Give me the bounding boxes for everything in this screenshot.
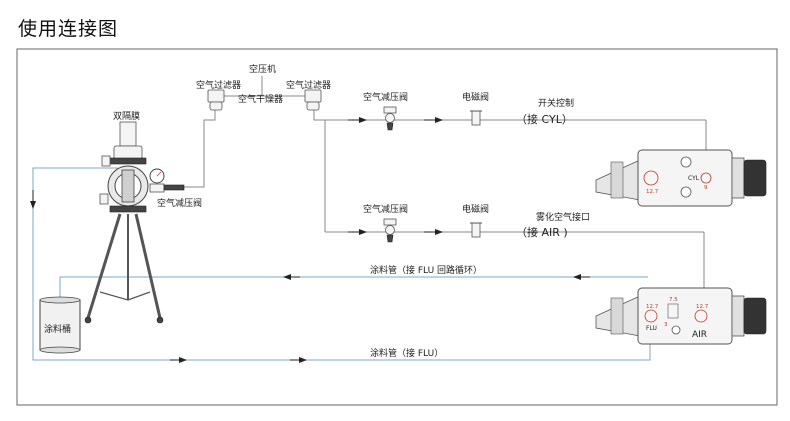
pressure-valve-bottom: [383, 218, 397, 243]
air-filter-right: [304, 89, 322, 111]
label-solenoid-top: 电磁阀: [462, 91, 489, 103]
label-cyl-port: （接 CYL）: [516, 113, 573, 126]
pressure-valve-top: [383, 106, 397, 131]
solenoid-valve-bottom: [470, 222, 482, 238]
label-diaphragm: 双隔膜: [113, 111, 140, 122]
label-pressure-valve-bottom: 空气减压阀: [363, 203, 408, 215]
air-flow-arrows: [348, 117, 443, 235]
gun-bottom-air-label: AIR: [692, 330, 707, 340]
paint-bucket: [39, 296, 81, 354]
gun-top-mark-left: 12.7: [646, 189, 659, 195]
spray-gun-bottom: 12.7 7.5 3 12.7 FLU AIR: [595, 287, 767, 345]
spray-gun-top: 12.7 CYL 9: [595, 149, 767, 207]
tripod-stand: [84, 213, 164, 324]
label-air-port: （接 AIR ): [516, 226, 568, 239]
diagram-frame: [16, 48, 778, 406]
gun-top-mark-right: 9: [704, 185, 708, 191]
label-atomize-port: 雾化空气接口: [536, 211, 590, 223]
label-pressure-valve-top: 空气减压阀: [363, 91, 408, 103]
gun-bottom-mark-4: 12.7: [696, 304, 709, 310]
gun-bottom-mark-2: 7.5: [669, 297, 678, 303]
diaphragm-pump: [99, 121, 185, 213]
label-return-pipe: 涂料管（接 FLU 回路循环）: [370, 264, 482, 276]
label-compressor: 空压机: [249, 63, 276, 75]
label-switch-control: 开关控制: [538, 97, 574, 109]
gun-top-cyl-label: CYL: [688, 175, 700, 182]
label-solenoid-bottom: 电磁阀: [462, 203, 489, 215]
paint-lines: [32, 167, 651, 361]
paint-flow-arrows: [30, 190, 590, 363]
label-paint-bucket: 涂料桶: [44, 323, 71, 335]
label-air-filter-right: 空气过滤器: [286, 79, 331, 91]
gun-bottom-flu-label: FLU: [646, 325, 657, 332]
page-title: 使用连接图: [18, 18, 119, 40]
gun-bottom-mark-1: 12.7: [646, 304, 659, 310]
label-pump-pressure-valve: 空气减压阀: [157, 197, 202, 209]
label-air-dryer: 空气干燥器: [238, 93, 283, 105]
air-filter-left: [207, 89, 225, 111]
label-air-filter-left: 空气过滤器: [196, 79, 241, 91]
solenoid-valve-top: [470, 110, 482, 126]
label-supply-pipe: 涂料管（接 FLU）: [370, 347, 443, 359]
gun-bottom-mark-3: 3: [664, 322, 668, 328]
